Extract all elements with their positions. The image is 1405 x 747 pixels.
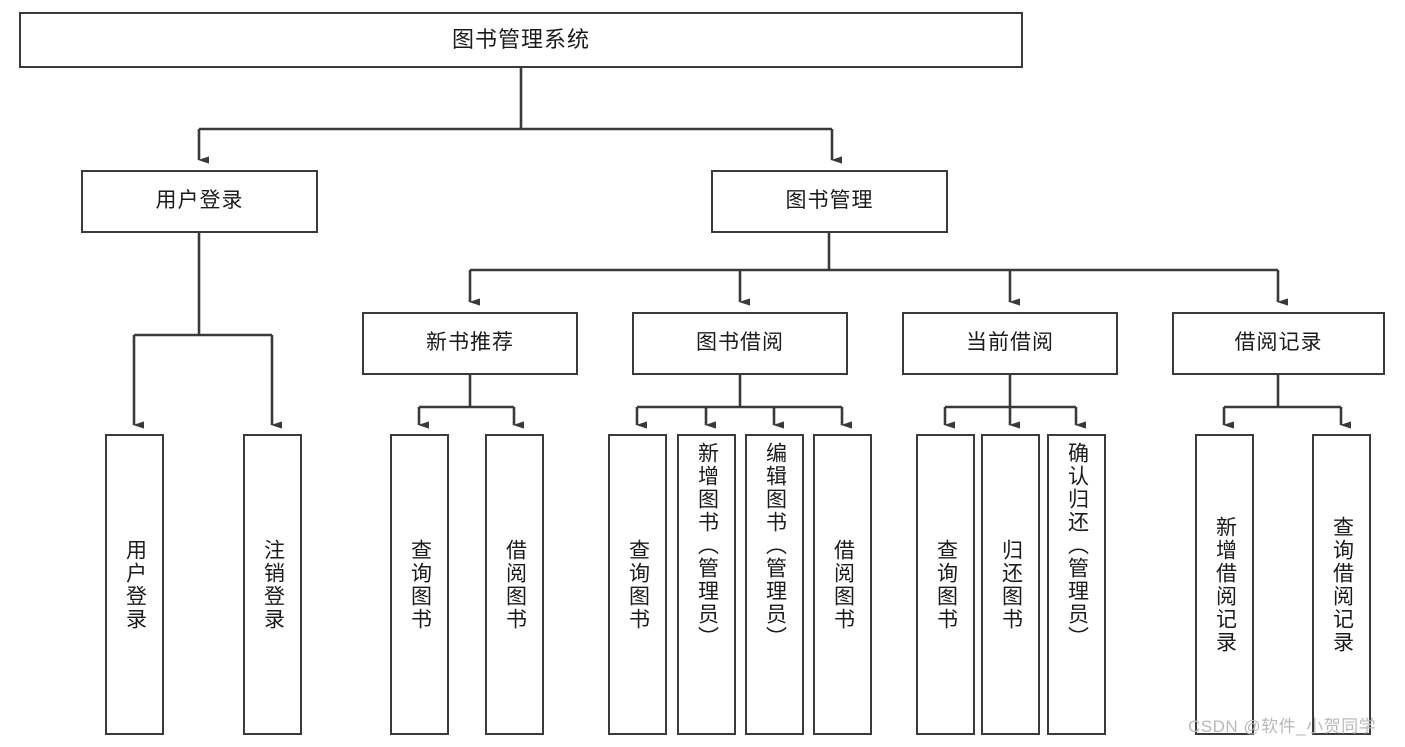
node-leaf-user-login-1-label: 用户登录: [123, 538, 147, 631]
csdn-watermark: CSDN @软件_小贺同学: [1188, 717, 1377, 736]
node-book-borrow-label: 图书借阅: [696, 331, 784, 355]
node-leaf-book-borrow-1[interactable]: 查询图书: [608, 434, 667, 735]
node-leaf-current-borrow-2-label: 归还图书: [999, 538, 1023, 631]
node-leaf-current-borrow-1-label: 查询图书: [934, 538, 958, 631]
node-leaf-new-book-1[interactable]: 查询图书: [390, 434, 449, 735]
node-leaf-book-borrow-3[interactable]: 编辑图书（管理员）: [745, 434, 804, 735]
node-leaf-user-login-2-label: 注销登录: [261, 538, 285, 631]
node-leaf-user-login-2[interactable]: 注销登录: [243, 434, 302, 735]
node-user-login-label: 用户登录: [155, 189, 244, 213]
node-leaf-current-borrow-2[interactable]: 归还图书: [981, 434, 1040, 735]
node-root-system-label: 图书管理系统: [451, 27, 590, 53]
node-leaf-current-borrow-1[interactable]: 查询图书: [916, 434, 975, 735]
node-user-login[interactable]: 用户登录: [81, 170, 318, 233]
node-leaf-borrow-record-2-label: 查询借阅记录: [1330, 515, 1354, 654]
node-leaf-borrow-record-1-label: 新增借阅记录: [1213, 515, 1237, 654]
node-leaf-book-borrow-3-label: 编辑图书（管理员）: [763, 442, 787, 649]
node-new-book-recommend[interactable]: 新书推荐: [362, 312, 578, 375]
node-leaf-new-book-2[interactable]: 借阅图书: [485, 434, 544, 735]
node-current-borrow-label: 当前借阅: [966, 331, 1054, 355]
node-leaf-book-borrow-2[interactable]: 新增图书（管理员）: [677, 434, 736, 735]
node-leaf-current-borrow-3-label: 确认归还（管理员）: [1065, 442, 1089, 649]
node-book-borrow[interactable]: 图书借阅: [632, 312, 848, 375]
node-leaf-current-borrow-3[interactable]: 确认归还（管理员）: [1047, 434, 1106, 735]
node-book-manage-label: 图书管理: [785, 189, 874, 213]
node-leaf-borrow-record-1[interactable]: 新增借阅记录: [1195, 434, 1254, 735]
node-leaf-user-login-1[interactable]: 用户登录: [105, 434, 164, 735]
node-new-book-recommend-label: 新书推荐: [426, 331, 514, 355]
node-leaf-book-borrow-4-label: 借阅图书: [831, 538, 855, 631]
node-book-manage[interactable]: 图书管理: [711, 170, 948, 233]
node-borrow-record-label: 借阅记录: [1234, 331, 1323, 355]
node-leaf-new-book-2-label: 借阅图书: [503, 538, 527, 631]
node-current-borrow[interactable]: 当前借阅: [902, 312, 1118, 375]
node-leaf-book-borrow-4[interactable]: 借阅图书: [813, 434, 872, 735]
node-leaf-borrow-record-2[interactable]: 查询借阅记录: [1312, 434, 1371, 735]
node-borrow-record[interactable]: 借阅记录: [1172, 312, 1385, 375]
node-leaf-book-borrow-2-label: 新增图书（管理员）: [695, 442, 719, 649]
node-leaf-new-book-1-label: 查询图书: [408, 538, 432, 631]
node-root-system[interactable]: 图书管理系统: [19, 12, 1023, 68]
node-leaf-book-borrow-1-label: 查询图书: [626, 538, 650, 631]
